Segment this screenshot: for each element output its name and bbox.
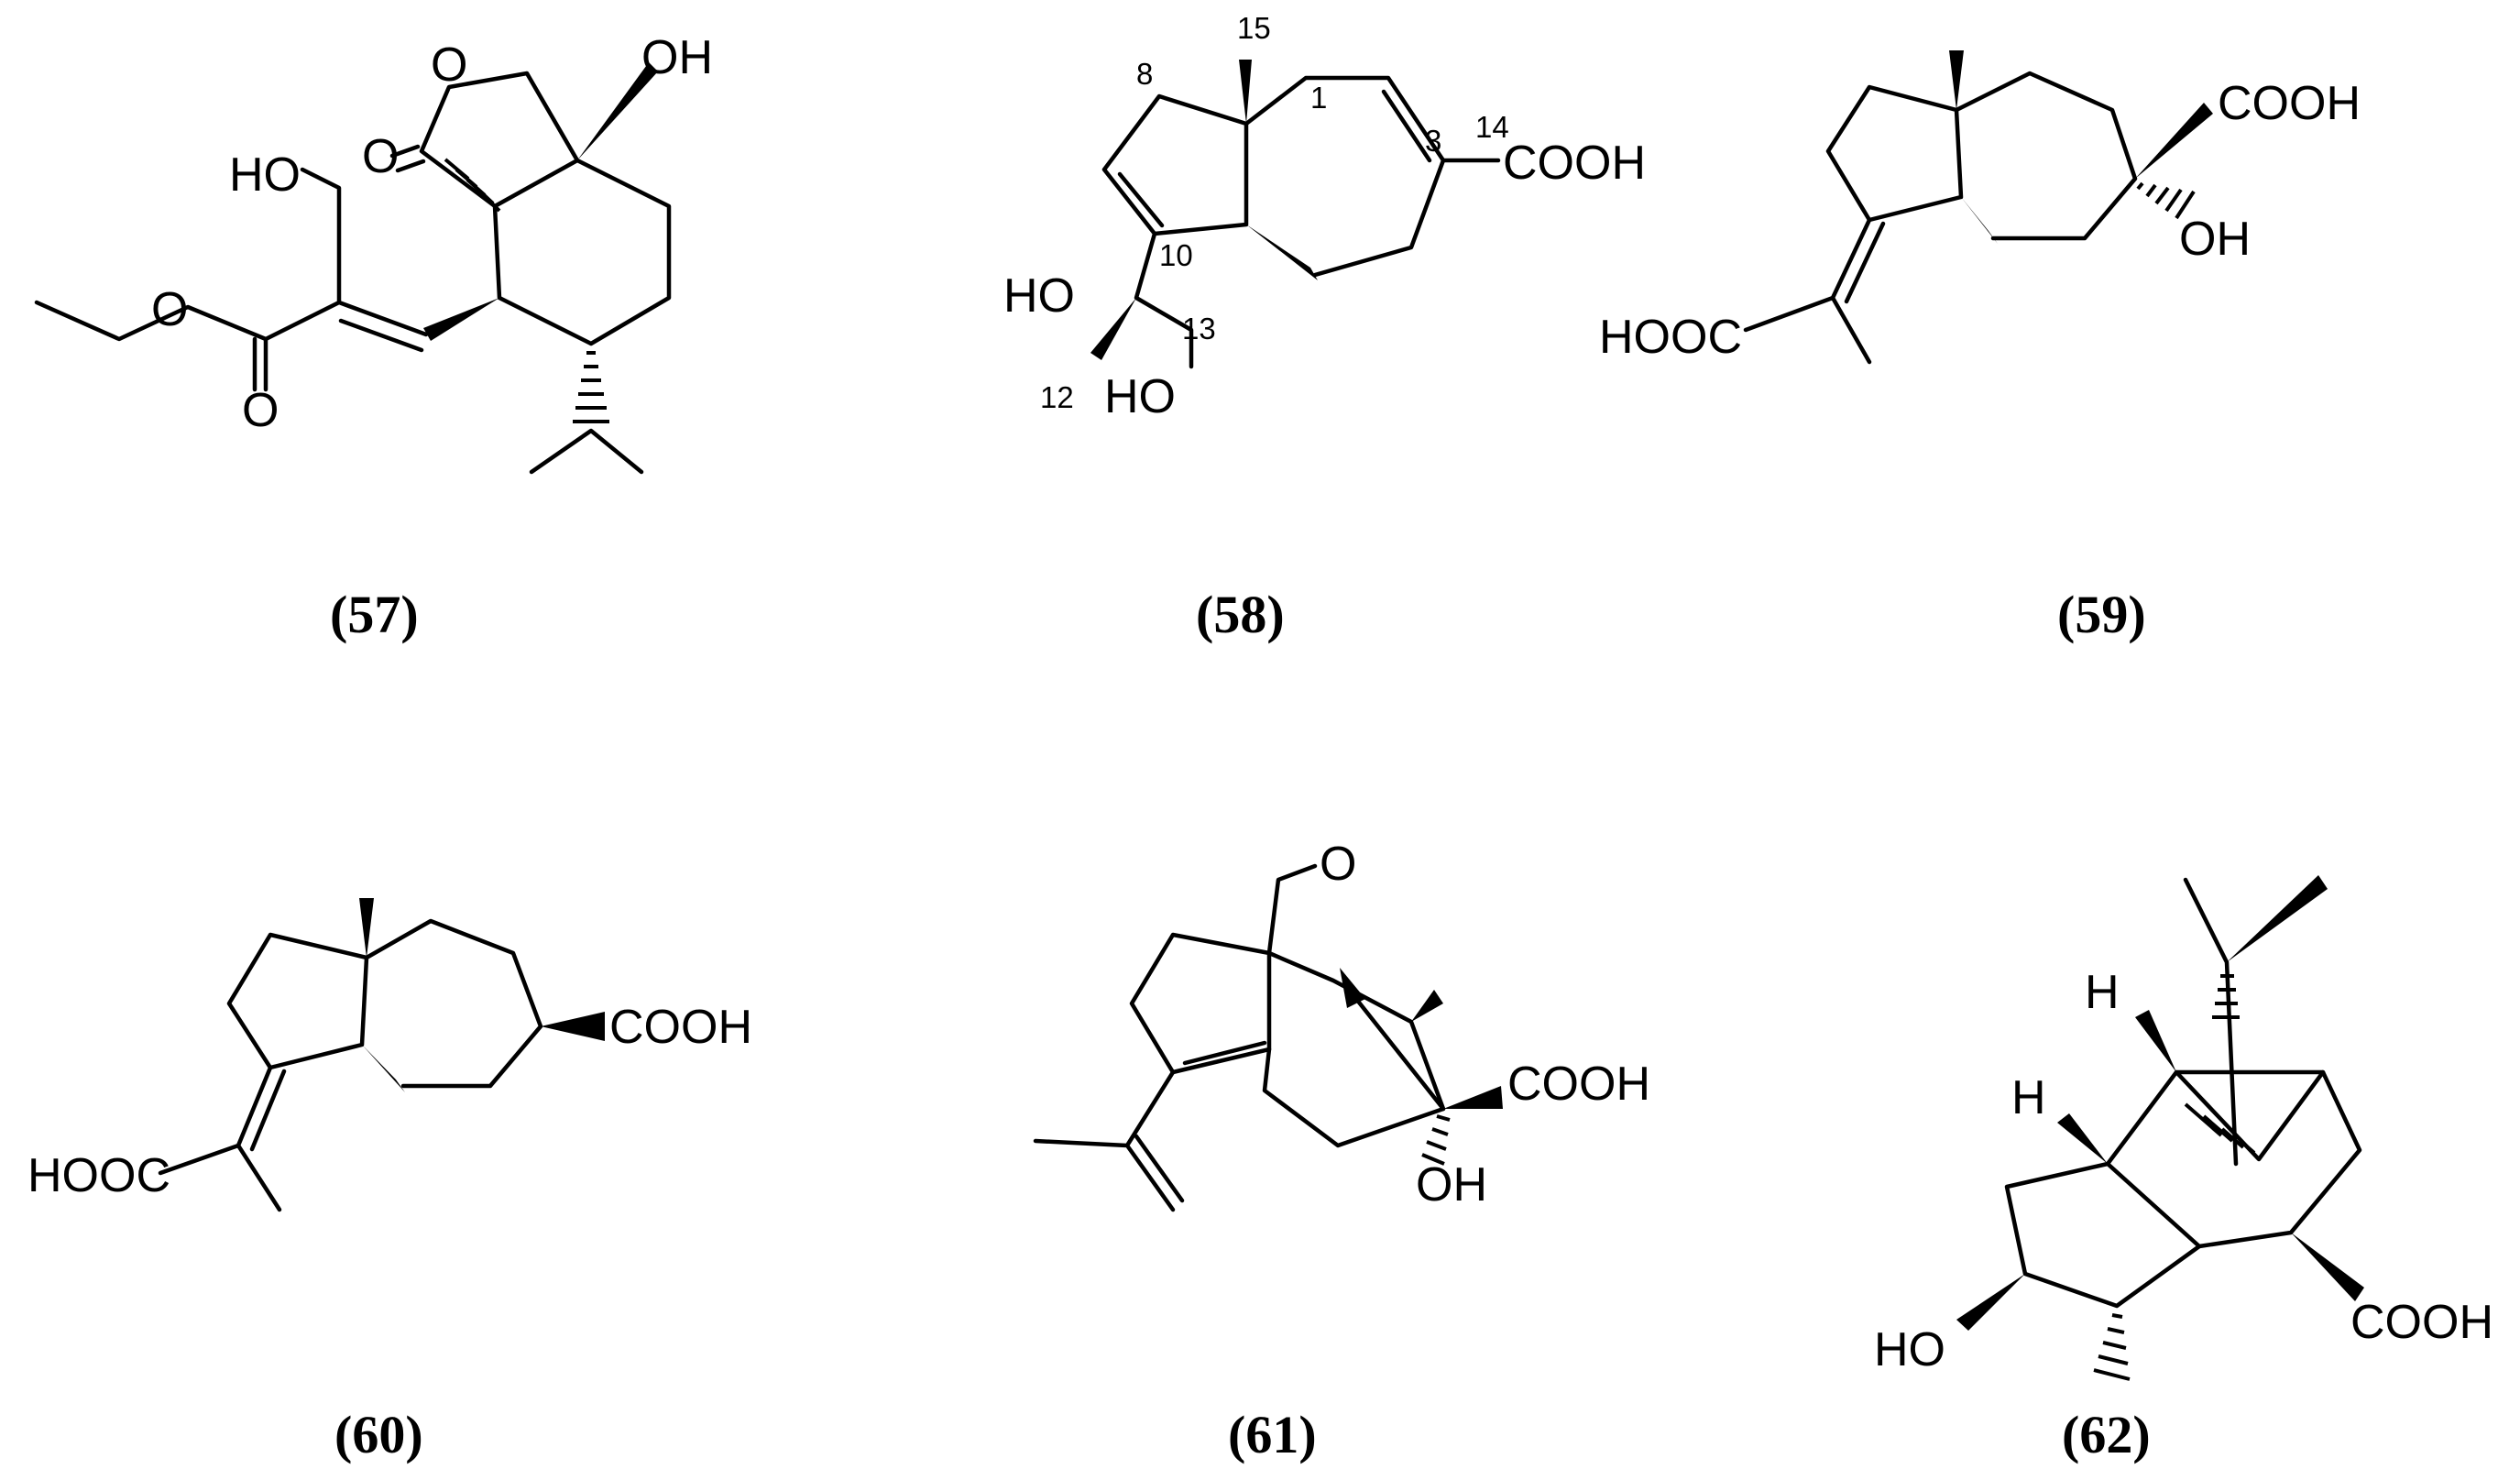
- bond: [2105, 1069, 2362, 1249]
- compound-caption: (62): [2062, 1405, 2151, 1464]
- bond: [573, 351, 609, 423]
- bond: [2004, 1161, 2202, 1309]
- atom-number: 13: [1182, 312, 1216, 345]
- bond: [1090, 298, 1136, 360]
- atom-label: HOOC: [1599, 311, 1742, 364]
- bond: [2227, 875, 2328, 962]
- atom-number: 3: [1425, 124, 1441, 158]
- bond: [1825, 84, 1964, 223]
- bond: [1244, 75, 1446, 278]
- bond: [529, 428, 644, 475]
- atom-label: COOH: [2218, 77, 2361, 130]
- atom-label: O: [1320, 838, 1356, 891]
- bond: [1134, 231, 1194, 369]
- bond: [492, 158, 672, 346]
- bond: [2135, 1010, 2176, 1072]
- compound-caption: (60): [334, 1405, 423, 1464]
- bond: [1246, 225, 1318, 280]
- bond: [364, 918, 543, 1089]
- bond: [1353, 996, 1446, 1112]
- bond: [226, 932, 369, 1070]
- bond: [2057, 1113, 2108, 1164]
- compound-caption: (58): [1196, 585, 1285, 644]
- structure-60: COOH HOOC (60): [27, 898, 752, 1464]
- bond: [2291, 1233, 2364, 1301]
- bond: [359, 898, 374, 958]
- bond: [2183, 877, 2239, 1167]
- structure-58: COOH HO HO 8 15 1 3 14 10 13 12 (58): [1003, 11, 1646, 644]
- bond: [577, 62, 658, 160]
- bond: [389, 144, 426, 173]
- structure-57: O O OH HO O O (57): [34, 31, 713, 644]
- atom-label: OH: [2179, 213, 2251, 266]
- compound-caption: (61): [1228, 1405, 1317, 1464]
- structure-62: H H HO COOH (62): [1874, 875, 2493, 1464]
- atom-label: H: [2085, 966, 2120, 1019]
- bond: [1956, 1274, 2025, 1331]
- bond: [1443, 1086, 1503, 1109]
- atom-number: 8: [1136, 57, 1153, 91]
- bond: [2093, 1313, 2131, 1381]
- atom-label: COOH: [1507, 1058, 1650, 1111]
- atom-number: 1: [1310, 81, 1327, 115]
- atom-label: O: [151, 283, 188, 336]
- bond: [2136, 181, 2196, 220]
- atom-label: O: [362, 130, 399, 183]
- bond: [263, 167, 429, 353]
- atom-label: COOH: [1503, 137, 1646, 190]
- atom-label: COOH: [2350, 1296, 2493, 1349]
- bond: [1949, 50, 1964, 110]
- bond: [1262, 950, 1446, 1148]
- bond: [1117, 171, 1165, 228]
- bond: [158, 1065, 287, 1212]
- bond: [2184, 1102, 2256, 1155]
- atom-number: 14: [1475, 110, 1509, 144]
- bond: [34, 300, 268, 392]
- atom-label: COOH: [609, 1001, 752, 1054]
- bond: [1101, 93, 1249, 236]
- bond: [1381, 89, 1432, 163]
- compound-caption: (57): [330, 585, 419, 644]
- bond: [1129, 932, 1272, 1075]
- bond: [541, 1012, 605, 1041]
- atom-number: 12: [1040, 380, 1074, 414]
- bond: [2135, 103, 2213, 179]
- bond: [1182, 1040, 1267, 1066]
- bond: [2174, 1069, 2326, 1162]
- bond: [1743, 217, 1886, 365]
- bond: [1961, 197, 1998, 244]
- structure-61: O COOH OH (61): [1033, 838, 1650, 1464]
- bond: [1266, 863, 1318, 956]
- atom-number: 10: [1159, 238, 1193, 272]
- bond: [2212, 974, 2240, 1019]
- bond: [1033, 1069, 1185, 1212]
- bond: [1340, 968, 1365, 1008]
- bond: [1411, 990, 1443, 1022]
- bond: [362, 1045, 405, 1092]
- atom-label: O: [431, 38, 467, 92]
- bond: [444, 158, 501, 213]
- bond: [1954, 71, 2138, 241]
- compound-caption: (59): [2057, 585, 2146, 644]
- bond: [419, 71, 580, 209]
- structure-59: COOH OH HOOC (59): [1599, 50, 2361, 644]
- atom-number: 15: [1237, 11, 1271, 45]
- atom-label: H: [2011, 1071, 2046, 1124]
- bond: [423, 298, 499, 341]
- atom-label: OH: [641, 31, 713, 84]
- atom-label: OH: [1416, 1158, 1487, 1211]
- atom-label: HOOC: [27, 1149, 170, 1202]
- atom-label: HO: [229, 148, 301, 202]
- bond: [1239, 60, 1252, 124]
- bond: [1421, 1114, 1451, 1166]
- atom-label: O: [242, 384, 279, 437]
- atom-label: HO: [1003, 269, 1075, 323]
- atom-label: HO: [1104, 370, 1176, 423]
- atom-label: HO: [1874, 1323, 1945, 1376]
